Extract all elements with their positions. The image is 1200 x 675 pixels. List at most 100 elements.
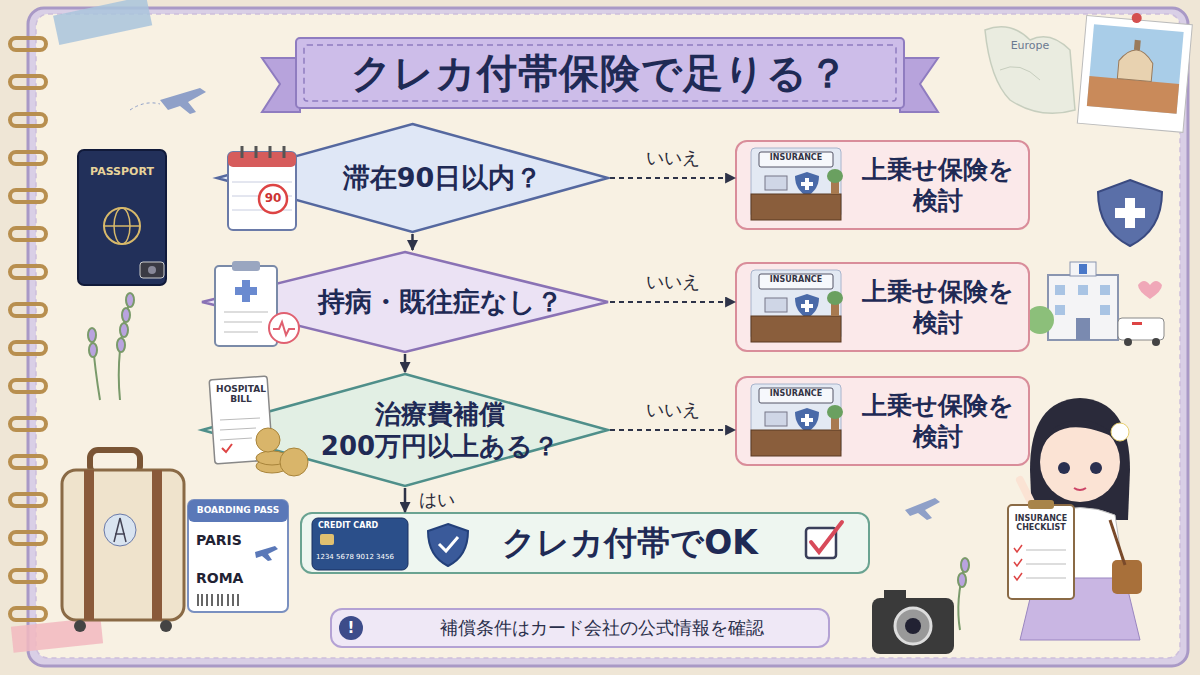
checkbox-icon [806,528,836,558]
sign-text: INSURANCE [759,275,833,284]
hospital [1055,305,1065,315]
node-text: 上乗せ保険を 検討 [857,154,1019,217]
city-label: PARIS [196,532,256,548]
hospital [1100,285,1110,295]
girl-character [1058,462,1070,474]
map-sketch [985,27,1075,114]
hospital [1152,338,1160,346]
binder-rings [10,456,46,468]
diamond-outline [217,124,608,232]
airplane [160,88,206,114]
credit-card-icon [312,518,408,570]
lavender [122,308,130,322]
edge-label: いいえ [646,398,700,422]
clipboard-icon [224,332,258,333]
passport [104,225,140,227]
tape [53,0,152,45]
checklist-label: INSURANCE CHECKLIST [1012,514,1070,532]
note-box: 補償条件はカード会社の公式情報を確認 [330,608,830,648]
boarding-pass [227,594,229,606]
binder-rings [10,190,46,202]
boarding-pass [188,500,288,522]
node-text: 上乗せ保険を 検討 [857,276,1019,339]
suitcase [74,620,86,632]
hospital [1055,285,1110,315]
node-text: 持病・既往症なし？ [318,285,563,319]
photo [1134,40,1141,50]
checklist-clipboard [1014,545,1022,580]
hospital-bill-icon [280,448,308,476]
hospital-bill-icon [256,459,288,473]
text-wrap: 滞在90日以内？ [275,122,610,234]
suitcase [62,450,184,632]
notebook-page [36,14,1180,658]
text-wrap: クレカ付帯でOK [452,514,808,572]
title-ribbon [262,58,300,112]
clipboard-icon [232,261,260,271]
shield-check-icon [428,524,468,566]
alert-icon: ! [339,616,363,640]
boarding-pass [232,594,234,606]
girl-character [1030,398,1130,520]
camera [872,598,954,654]
girl-character [1112,560,1142,594]
clipboard-icon [224,312,268,332]
hospital-bill-icon [220,438,252,440]
boarding-pass [217,594,219,606]
binder-rings [10,38,46,620]
girl-character [1040,420,1120,450]
shield-icon [1115,208,1145,218]
hospital-bill-icon [220,418,260,440]
text-wrap: 上乗せ保険を 検討 [847,264,1028,350]
binder-rings [10,608,46,620]
camera [895,608,931,644]
boarding-pass [206,594,208,606]
clipboard-icon [269,313,299,343]
edge-label: いいえ [646,146,700,170]
calendar-icon [228,146,296,230]
hospital [1100,305,1110,315]
passport [78,150,166,285]
camera [905,618,921,634]
hospital [1048,275,1118,340]
flow-arrow [404,488,407,512]
calendar-number: 90 [261,192,285,206]
map-sketch [985,27,1075,114]
checklist-clipboard [1026,564,1066,565]
hospital [1079,264,1087,274]
insurance-desk-icon [751,384,843,456]
camera [872,590,954,654]
sign-text: INSURANCE [759,389,833,398]
edge-label: いいえ [646,270,700,294]
title-ribbon [900,58,938,112]
checklist-clipboard [1028,500,1054,509]
lavender [958,565,965,630]
text-wrap: 補償条件はカード会社の公式情報を確認 [376,610,828,646]
lavender [117,338,125,352]
result-box: クレカ付帯でOK [300,512,870,574]
title-ribbon [262,38,938,112]
diamond-outline [202,374,608,486]
hospital [1070,262,1096,276]
insurance-desk-icon [751,270,843,342]
clipboard-icon [235,287,257,295]
photo [1077,9,1193,133]
hospital [1026,306,1054,334]
map-label: Europe [1000,40,1060,53]
hospital-bill-icon [209,376,308,476]
diamond-outline [202,252,608,352]
binder-rings [10,494,46,506]
dashed-arrow [610,301,735,303]
lavender [88,328,96,342]
map-sketch [1000,67,1040,80]
clipboard-icon [224,312,268,313]
calendar-icon [232,182,292,210]
text-wrap: 上乗せ保険を 検討 [847,378,1028,464]
checklist-clipboard [1014,545,1022,552]
edge-label: はい [419,488,455,512]
decision-diamond: 滞在90日以内？ [215,122,610,234]
card-number: 1234 5678 9012 3456 [316,553,408,561]
dashed-arrow [610,177,735,179]
